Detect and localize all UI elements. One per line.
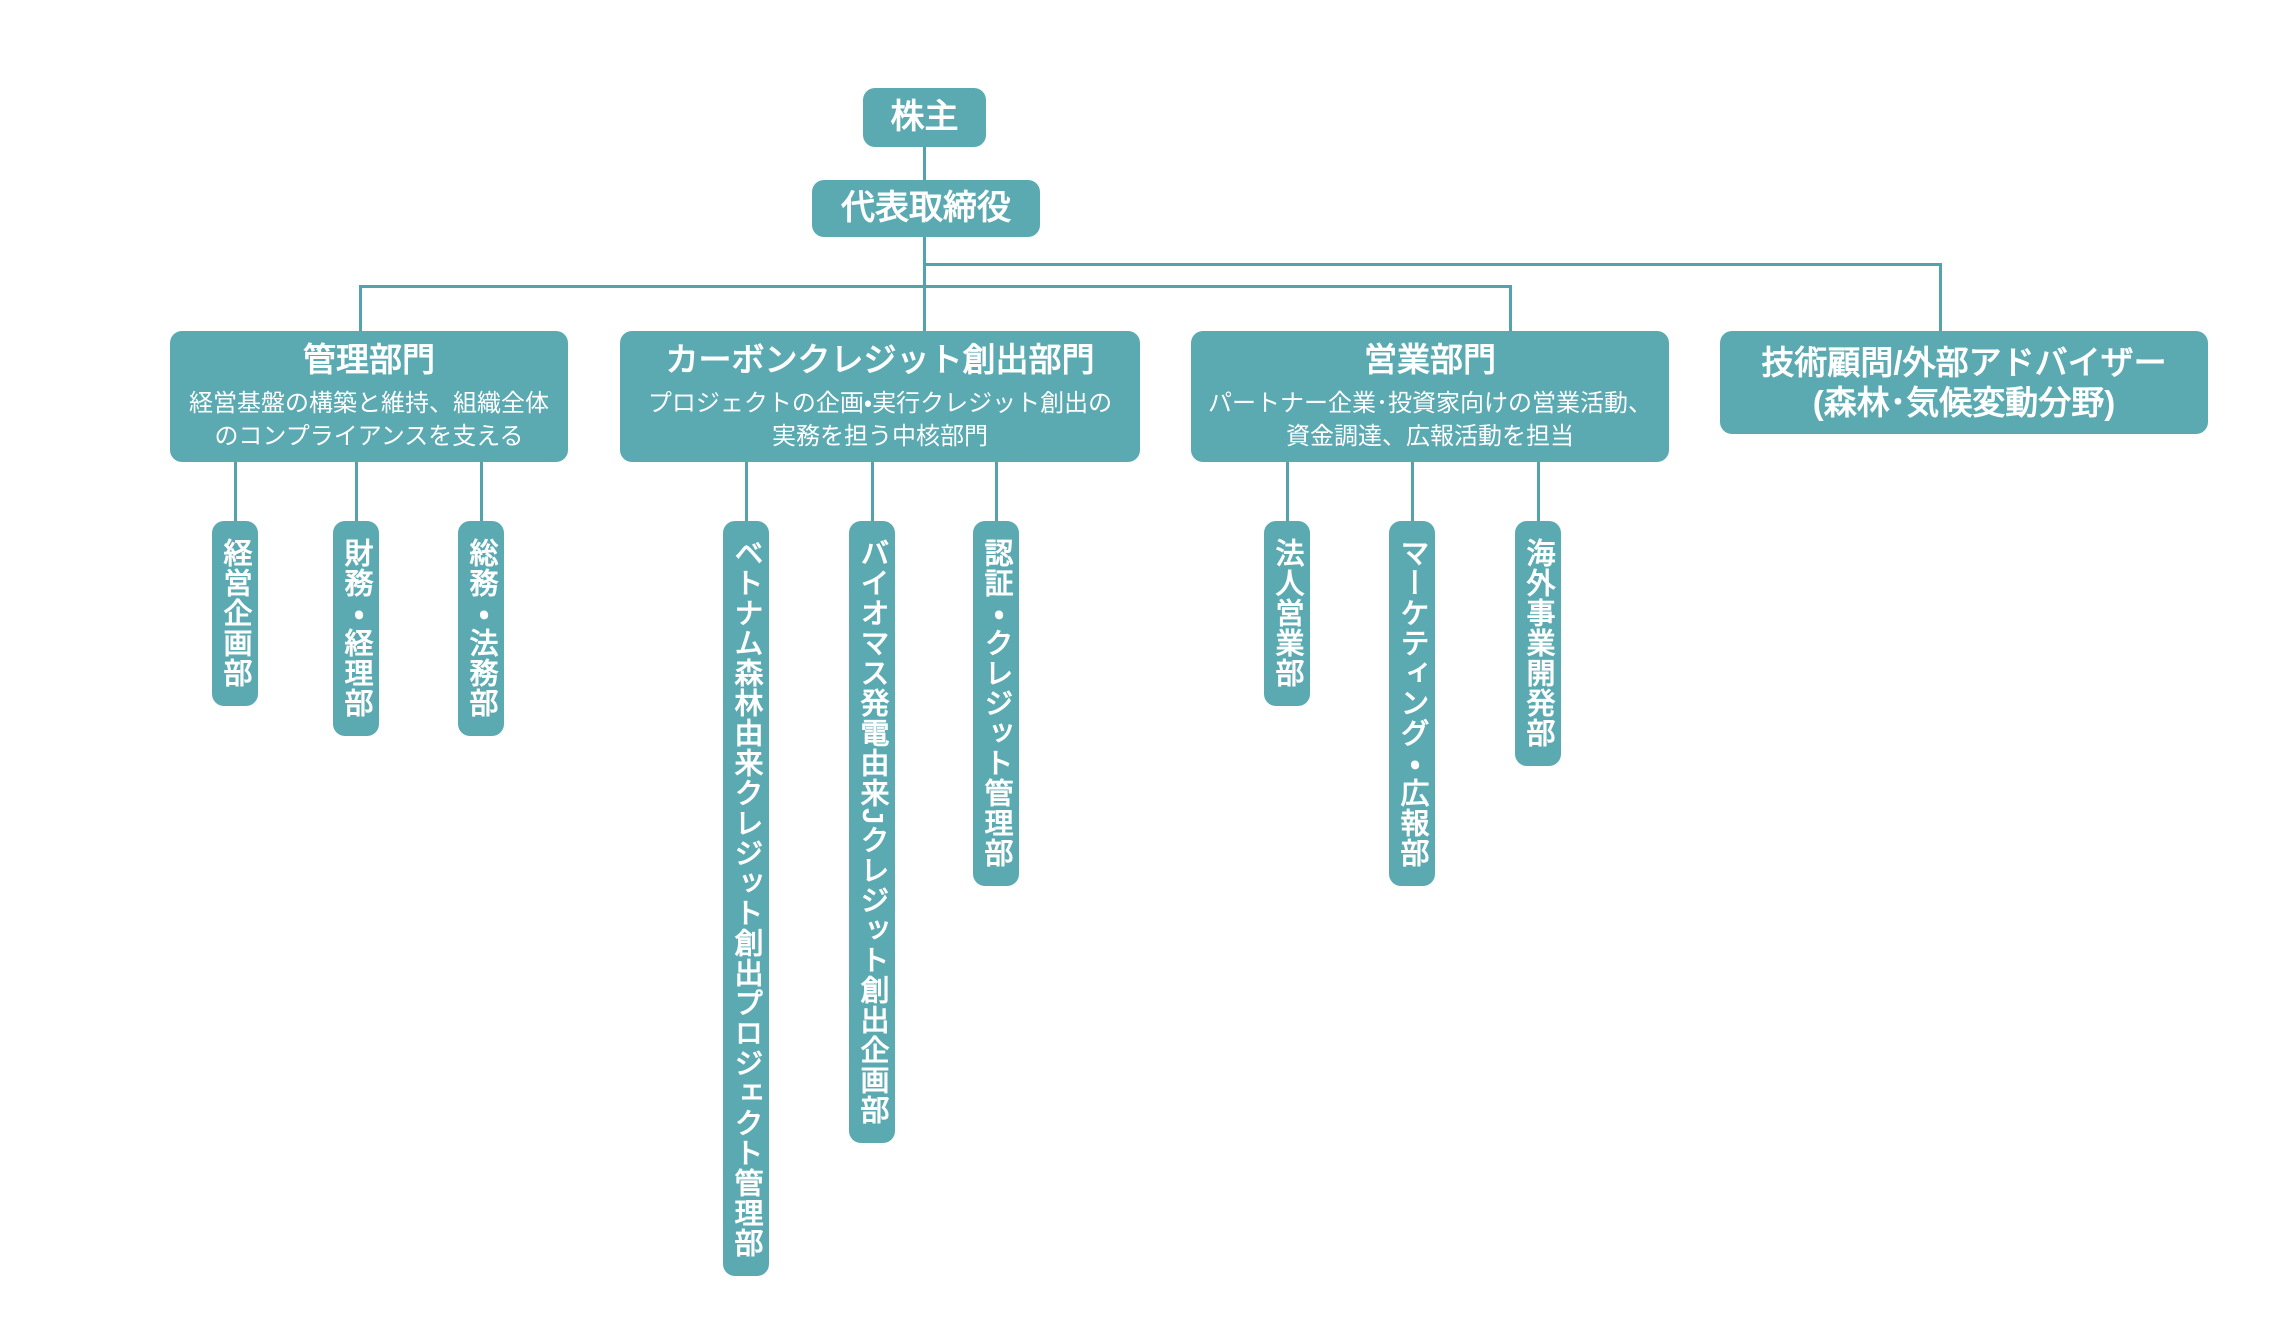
connector-branch-upper bbox=[923, 263, 1942, 266]
dept-carbon-desc-line2: 実務を担う中核部門 bbox=[771, 422, 988, 450]
dept-sales-desc-line1: パートナー企業･投資家向けの営業活動、 bbox=[1208, 389, 1652, 417]
connector-drop-admin bbox=[359, 285, 362, 332]
org-node-unit-hojin-eigyo-bu: 法人営業部 bbox=[1264, 521, 1310, 706]
org-node-unit-biomass-jcredit-bu: バイオマス発電由来Jクレジット創出企画部 bbox=[849, 521, 895, 1144]
org-node-dept-sales: 営業部門 パートナー企業･投資家向けの営業活動、 資金調達、広報活動を担当 bbox=[1191, 331, 1669, 462]
org-node-unit-keiei-kikaku-bu: 経営企画部 bbox=[212, 521, 258, 706]
dept-sales-title: 営業部門 bbox=[1364, 341, 1496, 379]
connector-stub-ninsho bbox=[995, 461, 998, 522]
org-node-unit-marketing-koho-bu: マーケティング・広報部 bbox=[1389, 521, 1435, 886]
dept-carbon-desc-line1: プロジェクトの企画・実行クレジット創出の bbox=[647, 389, 1113, 417]
advisor-title-line2: (森林･気候変動分野) bbox=[1812, 383, 2116, 421]
connector-stub-vietnam bbox=[745, 461, 748, 522]
connector-stub-zaimu-keiri bbox=[355, 461, 358, 522]
connector-stub-kaigai bbox=[1537, 461, 1540, 522]
connector-stub-somu-homu bbox=[480, 461, 483, 522]
advisor-title-line1: 技術顧問/外部アドバイザー bbox=[1761, 343, 2167, 381]
dept-sales-desc-line2: 資金調達、広報活動を担当 bbox=[1286, 422, 1574, 450]
org-node-unit-vietnam-forest-credit-bu: ベトナム森林由来クレジット創出プロジェクト管理部 bbox=[723, 521, 769, 1276]
connector-stub-hojin-eigyo bbox=[1286, 461, 1289, 522]
org-node-unit-somu-homu-bu: 総務・法務部 bbox=[458, 521, 504, 736]
dept-admin-desc-line2: のコンプライアンスを支える bbox=[214, 422, 524, 450]
org-node-unit-ninsho-credit-kanri-bu: 認証・クレジット管理部 bbox=[973, 521, 1019, 886]
dept-sales-description: パートナー企業･投資家向けの営業活動、 資金調達、広報活動を担当 bbox=[1208, 387, 1652, 453]
org-node-unit-zaimu-keiri-bu: 財務・経理部 bbox=[333, 521, 379, 736]
org-node-ceo: 代表取締役 bbox=[812, 180, 1040, 237]
connector-branch-lower bbox=[359, 285, 1511, 288]
connector-stub-keiei-kikaku bbox=[234, 461, 237, 522]
connector-stub-marketing bbox=[1411, 461, 1414, 522]
org-node-dept-carbon-credit: カーボンクレジット創出部門 プロジェクトの企画・実行クレジット創出の 実務を担う… bbox=[620, 331, 1140, 462]
dept-admin-title: 管理部門 bbox=[303, 341, 435, 379]
shareholder-label: 株主 bbox=[890, 97, 959, 136]
org-node-shareholder: 株主 bbox=[863, 88, 986, 147]
dept-admin-desc-line1: 経営基盤の構築と維持、組織全体 bbox=[189, 389, 549, 417]
connector-shareholder-ceo bbox=[923, 147, 926, 181]
org-node-unit-kaigai-jigyo-kaihatsu-bu: 海外事業開発部 bbox=[1515, 521, 1561, 766]
dept-carbon-title: カーボンクレジット創出部門 bbox=[665, 341, 1095, 379]
org-node-dept-admin: 管理部門 経営基盤の構築と維持、組織全体 のコンプライアンスを支える bbox=[170, 331, 568, 462]
dept-admin-description: 経営基盤の構築と維持、組織全体 のコンプライアンスを支える bbox=[189, 387, 549, 453]
connector-drop-advisor bbox=[1939, 263, 1942, 332]
connector-drop-sales bbox=[1509, 285, 1512, 332]
connector-stub-biomass bbox=[871, 461, 874, 522]
connector-ceo-trunk bbox=[923, 237, 926, 332]
org-node-technical-advisor: 技術顧問/外部アドバイザー (森林･気候変動分野) bbox=[1720, 331, 2208, 434]
ceo-label: 代表取締役 bbox=[841, 188, 1011, 227]
dept-carbon-description: プロジェクトの企画・実行クレジット創出の 実務を担う中核部門 bbox=[648, 387, 1112, 453]
